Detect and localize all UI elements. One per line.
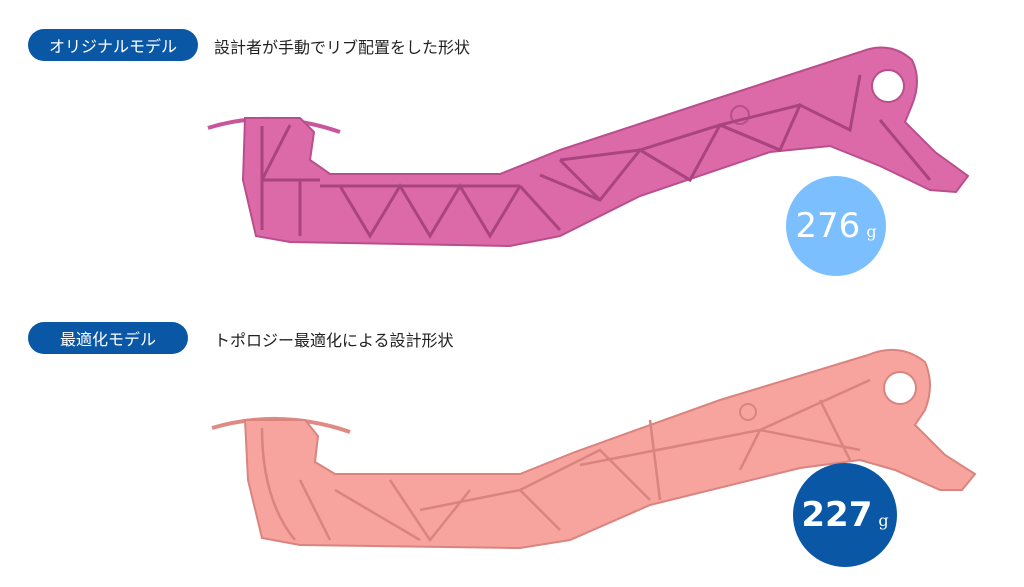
optimized-weight-value: 227	[801, 495, 873, 535]
optimized-model-description: トポロジー最適化による設計形状	[214, 331, 454, 350]
optimized-model-label: 最適化モデル	[28, 322, 188, 354]
original-model-description: 設計者が手動でリブ配置をした形状	[214, 38, 471, 57]
optimized-weight-unit: g	[878, 510, 889, 530]
original-weight-unit: g	[866, 221, 877, 241]
original-part-image	[207, 46, 970, 248]
optimized-part-image	[211, 348, 977, 550]
original-model-label: オリジナルモデル	[28, 29, 198, 61]
original-weight-value: 276	[795, 206, 861, 246]
